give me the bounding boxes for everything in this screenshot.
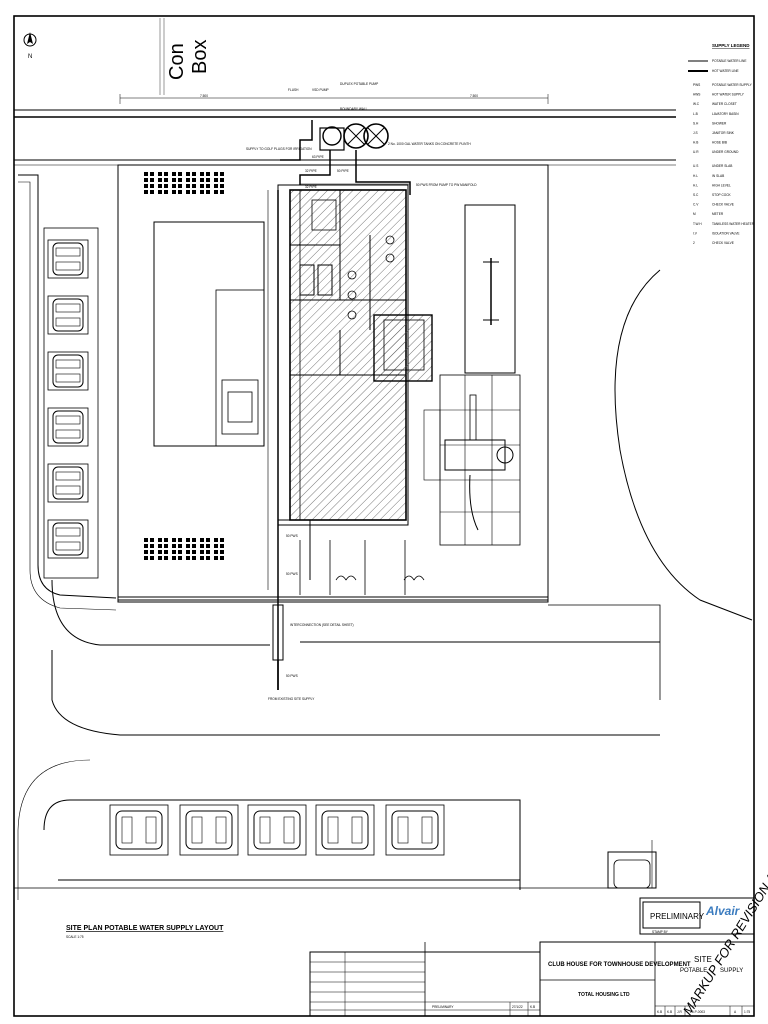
legend-item-label: CHECK VALVE (712, 203, 734, 207)
legend-abbr: U.S (693, 164, 698, 168)
gate-steps (299, 540, 425, 595)
legend-item-label: HOT WATER SUPPLY (712, 93, 745, 97)
legend-item-label: LAVATORY BASIN (712, 112, 739, 116)
legend-item-label: HIGH LEVEL (712, 183, 731, 187)
sheet-title-b: POTABLE (680, 968, 707, 974)
road-left (18, 174, 753, 736)
callout-pipe-f: 50 PWS (286, 572, 298, 576)
legend-item-label: CHECK VALVE (712, 241, 734, 245)
legend-item-label: SHOWER (712, 121, 727, 125)
supply-legend: SUPPLY LEGEND POTABLE WATER LINE HOT WATE… (688, 43, 755, 245)
callout-pipe-e: 50 PWS (286, 534, 298, 538)
callout-tanks: 2 No. 1000 GAL WATER TANKS ON CONCRETE P… (388, 142, 471, 146)
legend-item-label: UNDER SLAB (712, 164, 732, 168)
drawing-scale: SCALE 1:75 (66, 935, 84, 939)
boundary-wall-label: BOUNDARY WALL (340, 107, 368, 111)
callouts: FLUSH VSD PUMP DUPLEX POTABLE PUMP 2 No.… (246, 82, 477, 701)
legend-item-label: IN SLAB (712, 174, 724, 178)
parking-left (43, 227, 99, 579)
north-arrow-icon: N (23, 32, 37, 60)
legend-abbr: H.L (693, 183, 698, 187)
court (464, 204, 516, 374)
legend-item-label: TANKLESS WATER HEATER (712, 222, 755, 226)
project-name: CLUB HOUSE FOR TOWNHOUSE DEVELOPMENT (548, 962, 691, 968)
legend-abbr: H.L (693, 174, 698, 178)
client-name: TOTAL HOUSING LTD (578, 992, 630, 998)
checked-by: K.B (667, 1010, 672, 1014)
callout-from-pump: 50 PWS FROM PUMP TO PW MANIFOLD (416, 183, 477, 187)
callout-vsd-pump: VSD PUMP (312, 88, 329, 92)
callout-flush: FLUSH (288, 88, 299, 92)
callout-pipe-a: 63 PIPE (312, 155, 324, 159)
sheet-title-a: SITE (694, 955, 712, 964)
legend-abbr: T.W.H (693, 222, 702, 226)
stamp-by: STAMP BY (652, 930, 669, 934)
legend-line-label: HOT WATER LINE (712, 69, 739, 73)
callout-duplex-pump: DUPLEX POTABLE PUMP (340, 82, 378, 86)
street-label-1: Con (166, 43, 188, 80)
lounge-chairs (144, 172, 224, 560)
road-top (14, 109, 676, 166)
drawn-by: K.B (657, 1010, 662, 1014)
north-label: N (28, 54, 32, 60)
water-tanks (319, 123, 389, 151)
callout-interconnection: INTERCONNECTION (SEE DETAIL SHEET) (290, 623, 354, 627)
dimension-2: 7.500 (470, 94, 478, 98)
drawing-number: 20-P-0003 (690, 1010, 705, 1014)
legend-title: SUPPLY LEGEND (712, 43, 750, 48)
callout-supply-plugs: SUPPLY TO GOLF PLUGS FOR IRRIGATION (246, 147, 312, 151)
legend-item-label: UNDER GROUND (712, 150, 739, 154)
legend-abbr: U.R (693, 150, 699, 154)
callout-from-existing: FROM EXISTING SITE SUPPLY (268, 697, 315, 701)
legend-item-label: POTABLE WATER SUPPLY (712, 83, 753, 87)
title-block: PRELIMINARY STAMP BY Alvair CLUB HOUSE F… (309, 897, 755, 1017)
rev-description: PRELIMINARY (432, 1005, 454, 1009)
potable-water-pipes (272, 120, 411, 690)
legend-abbr: 2 (693, 241, 695, 245)
legend-abbr: I.V (693, 231, 698, 235)
revision: A (734, 1010, 737, 1014)
legend-abbr: HWS (693, 93, 700, 97)
preliminary-stamp: PRELIMINARY (650, 912, 705, 921)
callout-pipe-d: 32 PIPE (305, 185, 317, 189)
legend-abbr: PWS (693, 83, 700, 87)
drawing-title: SITE PLAN POTABLE WATER SUPPLY LAYOUT (66, 925, 224, 932)
playground (423, 374, 521, 546)
dimension-line: 7.500 7.500 (119, 94, 549, 104)
dimension-1: 7.500 (200, 94, 208, 98)
legend-line-label: POTABLE WATER LINE (712, 59, 746, 63)
legend-abbr: S.H (693, 121, 699, 125)
legend-item-label: JANITOR SINK (712, 131, 735, 135)
parking-bottom (43, 799, 657, 890)
callout-pipe-g: 50 PWS (286, 674, 298, 678)
legend-abbr: C.V (693, 203, 699, 207)
street-label-2: Box (189, 40, 211, 74)
legend-item-label: HOSE BIB (712, 141, 727, 145)
company-logo: Alvair (705, 904, 741, 918)
callout-pipe-b: 32 PIPE (305, 169, 317, 173)
legend-abbr: S.C (693, 193, 699, 197)
legend-item-label: STOP COCK (712, 193, 732, 197)
sheet-title-c: SUPPLY (720, 968, 743, 974)
legend-item-label: METER (712, 212, 724, 216)
rev-by: K.B (530, 1005, 535, 1009)
club-house-building (277, 184, 433, 526)
legend-abbr: H.B (693, 141, 698, 145)
scale-cell: 1:75 (744, 1010, 750, 1014)
legend-abbr: W.C (693, 102, 700, 106)
pool-area (153, 190, 269, 590)
legend-item-label: WATER CLOSET (712, 102, 737, 106)
legend-abbr: L.B (693, 112, 698, 116)
callout-pipe-c: 50 PIPE (337, 169, 349, 173)
legend-item-label: ISOLATION VALVE (712, 231, 739, 235)
rev-date: 27/1/22 (512, 1005, 523, 1009)
approved-by: J.R (677, 1010, 682, 1014)
legend-abbr: J.S (693, 131, 698, 135)
site-boundary (117, 164, 549, 601)
legend-abbr: M (693, 212, 696, 216)
